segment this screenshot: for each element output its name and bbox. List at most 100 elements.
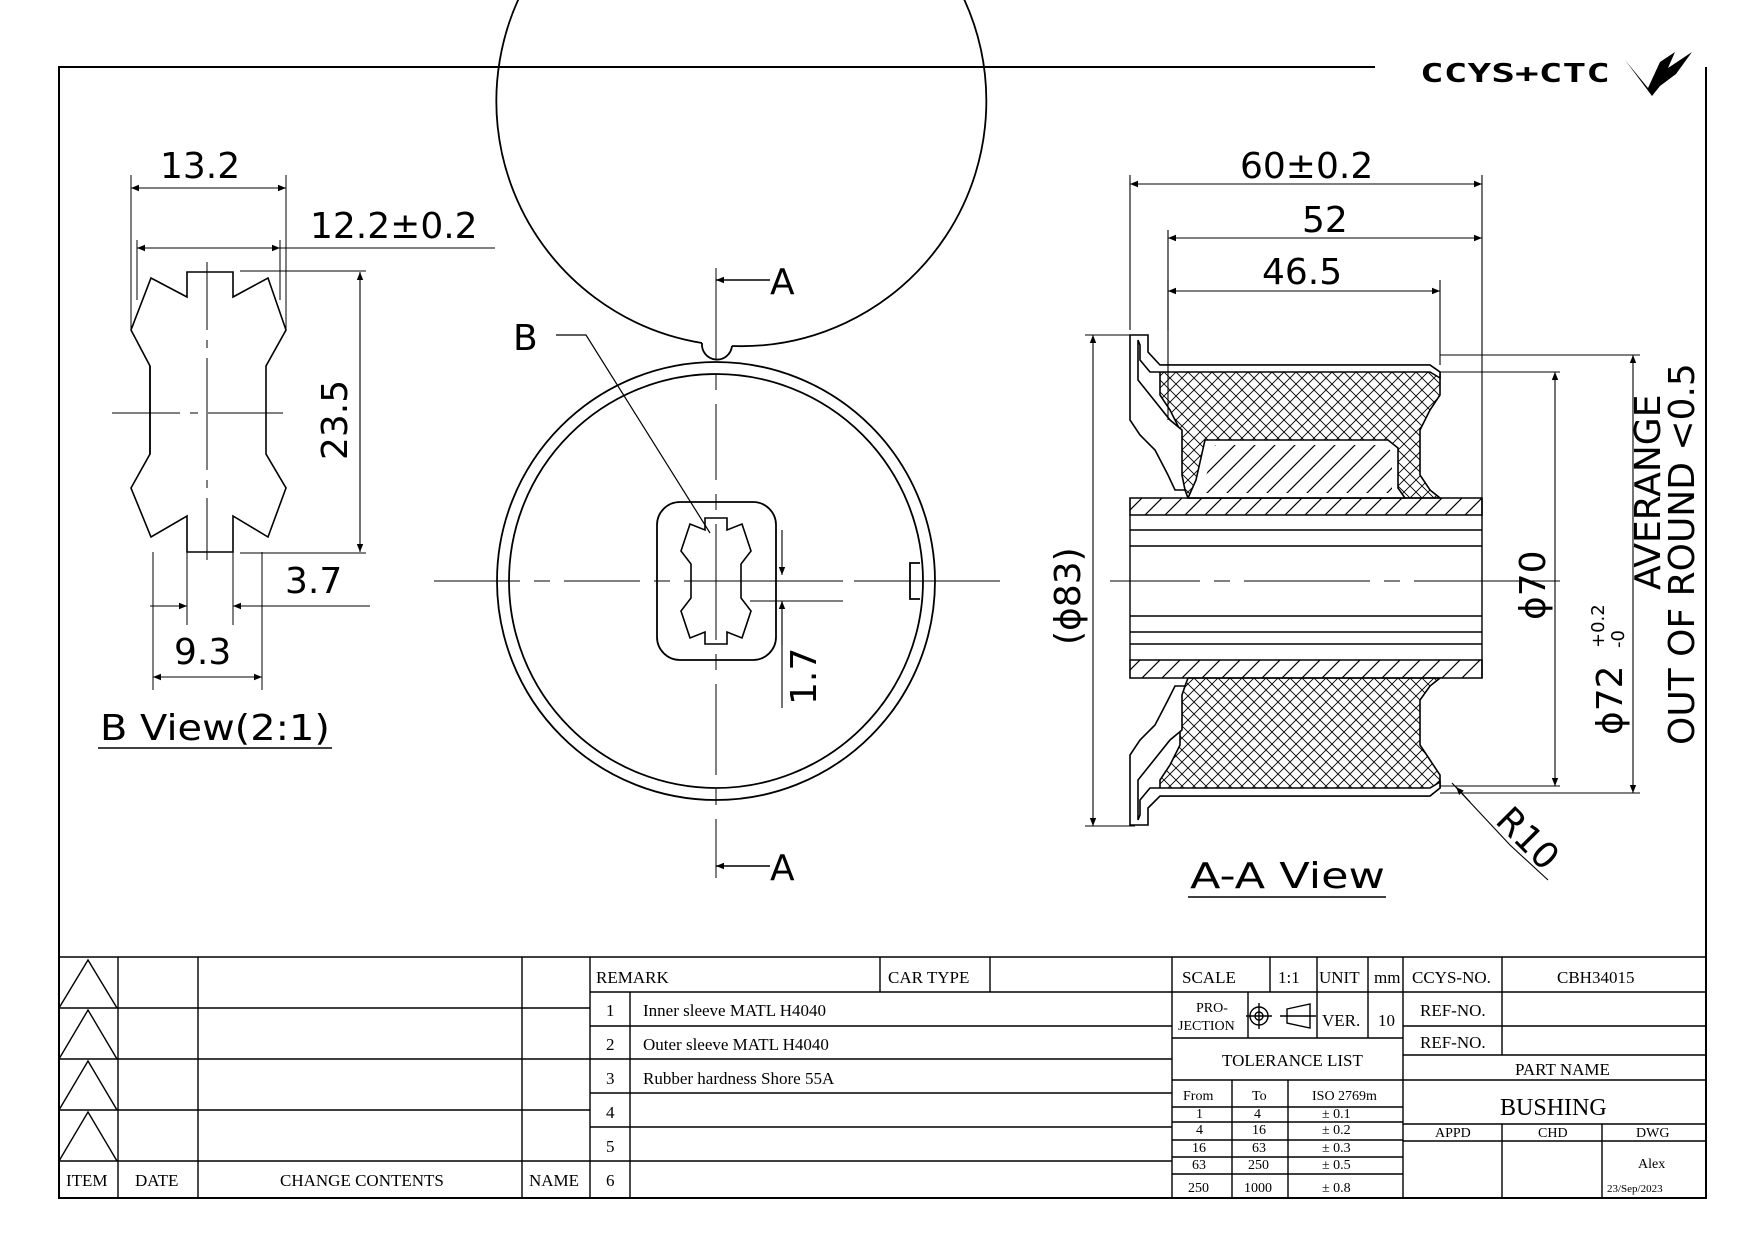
logo-mark — [1625, 52, 1692, 96]
border-frame — [58, 66, 1707, 1199]
dim-front-offset: 1.7 — [784, 648, 825, 705]
drawing-date: 23/Sep/2023 — [1607, 1183, 1663, 1195]
tol-to-1: 4 — [1254, 1107, 1261, 1122]
dim-length-inner: 46.5 — [1262, 252, 1342, 293]
unit-value: mm — [1374, 968, 1400, 987]
rev-header-change: CHANGE CONTENTS — [280, 1171, 444, 1190]
dim-length-total: 60±0.2 — [1240, 146, 1373, 187]
rubber-lower — [1159, 677, 1443, 797]
dim-dia-inner: ϕ70 — [1513, 550, 1554, 620]
ccys-no-value: CBH34015 — [1557, 968, 1634, 987]
tol-value-2: ± 0.2 — [1322, 1123, 1351, 1138]
dim-dia-outer: ϕ72 — [1590, 665, 1631, 735]
b-view-dimensions: 13.2 12.2±0.2 23.5 3.7 9.3 B View(2:1) — [98, 146, 478, 749]
dim-dia-outer-tol-upper: +0.2 — [1588, 604, 1609, 648]
dim-dia-flange: (ϕ83) — [1048, 547, 1089, 645]
note-average: AVERANGE — [1628, 395, 1669, 590]
tol-from-1: 1 — [1196, 1107, 1203, 1122]
front-outer-circle — [495, 0, 988, 348]
scale-value: 1:1 — [1278, 968, 1300, 987]
section-mark-top: A — [770, 262, 795, 303]
rev-header-name: NAME — [529, 1171, 579, 1190]
scale-label: SCALE — [1182, 968, 1236, 987]
part-name-value: BUSHING — [1500, 1095, 1607, 1121]
section-view-dimensions — [1085, 175, 1640, 881]
front-outer-ring — [455, 348, 945, 838]
unit-label: UNIT — [1319, 968, 1360, 987]
dim-length-mid: 52 — [1302, 200, 1348, 241]
remark-no-4: 4 — [606, 1103, 615, 1122]
inner-sleeve-band-top — [1129, 497, 1483, 516]
remark-no-2: 2 — [606, 1035, 615, 1054]
section-view — [1110, 334, 1560, 826]
remark-no-6: 6 — [606, 1171, 615, 1190]
dim-b-width-outer: 13.2 — [160, 146, 240, 187]
tolerance-title: TOLERANCE LIST — [1222, 1051, 1363, 1070]
tol-value-3: ± 0.3 — [1322, 1141, 1351, 1156]
ref-no-label-1: REF-NO. — [1420, 1001, 1486, 1020]
tol-from-5: 250 — [1188, 1181, 1209, 1196]
tol-from-4: 63 — [1192, 1158, 1206, 1173]
inner-sleeve-lower — [1129, 659, 1483, 679]
remarks-header: REMARK — [596, 968, 669, 987]
remark-no-1: 1 — [606, 1001, 615, 1020]
b-view-outline — [130, 271, 287, 553]
remark-text-3: Rubber hardness Shore 55A — [643, 1069, 835, 1088]
tol-value-4: ± 0.5 — [1322, 1158, 1351, 1173]
rev-header-date: DATE — [135, 1171, 178, 1190]
ccys-no-label: CCYS-NO. — [1412, 968, 1491, 987]
tol-to-5: 1000 — [1244, 1181, 1272, 1196]
section-view-title: A-A View — [1190, 856, 1385, 897]
remark-no-5: 5 — [606, 1137, 615, 1156]
drawer-name: Alex — [1638, 1157, 1665, 1172]
title-block — [58, 956, 1706, 1198]
dim-dia-outer-tol-lower: -0 — [1608, 630, 1629, 648]
ver-label: VER. — [1322, 1011, 1360, 1030]
ref-no-label-2: REF-NO. — [1420, 1033, 1486, 1052]
front-core-gear — [680, 517, 752, 645]
projection-label-2: JECTION — [1178, 1019, 1235, 1034]
front-core-outline — [656, 501, 777, 661]
tol-from-3: 16 — [1192, 1141, 1206, 1156]
top-notch — [701, 342, 733, 361]
outer-sleeve-lower — [1129, 685, 1441, 826]
dim-radius: R10 — [1488, 799, 1567, 878]
appd-label: APPD — [1435, 1126, 1471, 1141]
tolerance-header-from: From — [1183, 1089, 1213, 1104]
rev-header-item: ITEM — [66, 1171, 108, 1190]
detail-b-label: B — [513, 318, 538, 359]
dwg-label: DWG — [1636, 1126, 1669, 1141]
remark-text-1: Inner sleeve MATL H4040 — [643, 1001, 826, 1020]
tol-to-4: 250 — [1248, 1158, 1269, 1173]
remark-text-2: Outer sleeve MATL H4040 — [643, 1035, 829, 1054]
section-mark-bottom: A — [770, 848, 795, 889]
remark-no-3: 3 — [606, 1069, 615, 1088]
outer-sleeve-upper — [1129, 334, 1441, 491]
front-view-labels: A A B 1.7 — [513, 262, 825, 889]
tol-value-5: ± 0.8 — [1322, 1181, 1351, 1196]
b-view-title: B View(2:1) — [100, 708, 330, 749]
title-block-text: ITEM DATE CHANGE CONTENTS NAME REMARK CA… — [66, 968, 1669, 1196]
logo-text: CCYS+CTC — [1420, 59, 1610, 89]
dim-b-height: 23.5 — [315, 380, 356, 460]
tolerance-header-to: To — [1252, 1089, 1267, 1104]
ver-value: 10 — [1378, 1011, 1395, 1030]
tol-to-3: 63 — [1252, 1141, 1266, 1156]
chd-label: CHD — [1538, 1126, 1568, 1141]
projection-label-1: PRO- — [1196, 1001, 1228, 1016]
company-logo: CCYS+CTC — [1420, 52, 1692, 96]
dim-b-slot: 3.7 — [285, 561, 342, 602]
part-name-label: PART NAME — [1515, 1060, 1610, 1079]
tolerance-header-iso: ISO 2769m — [1312, 1089, 1377, 1104]
detail-b-leader — [556, 334, 711, 534]
note-out-of-round: OUT OF ROUND <0.5 — [1662, 363, 1703, 745]
tol-value-1: ± 0.1 — [1322, 1107, 1351, 1122]
b-view — [112, 175, 495, 690]
tol-from-2: 4 — [1196, 1123, 1203, 1138]
tol-to-2: 16 — [1252, 1123, 1266, 1138]
dim-b-core: 9.3 — [174, 632, 231, 673]
dim-b-width-inner: 12.2±0.2 — [310, 206, 478, 247]
front-view — [434, 0, 1000, 878]
car-type-label: CAR TYPE — [888, 968, 969, 987]
